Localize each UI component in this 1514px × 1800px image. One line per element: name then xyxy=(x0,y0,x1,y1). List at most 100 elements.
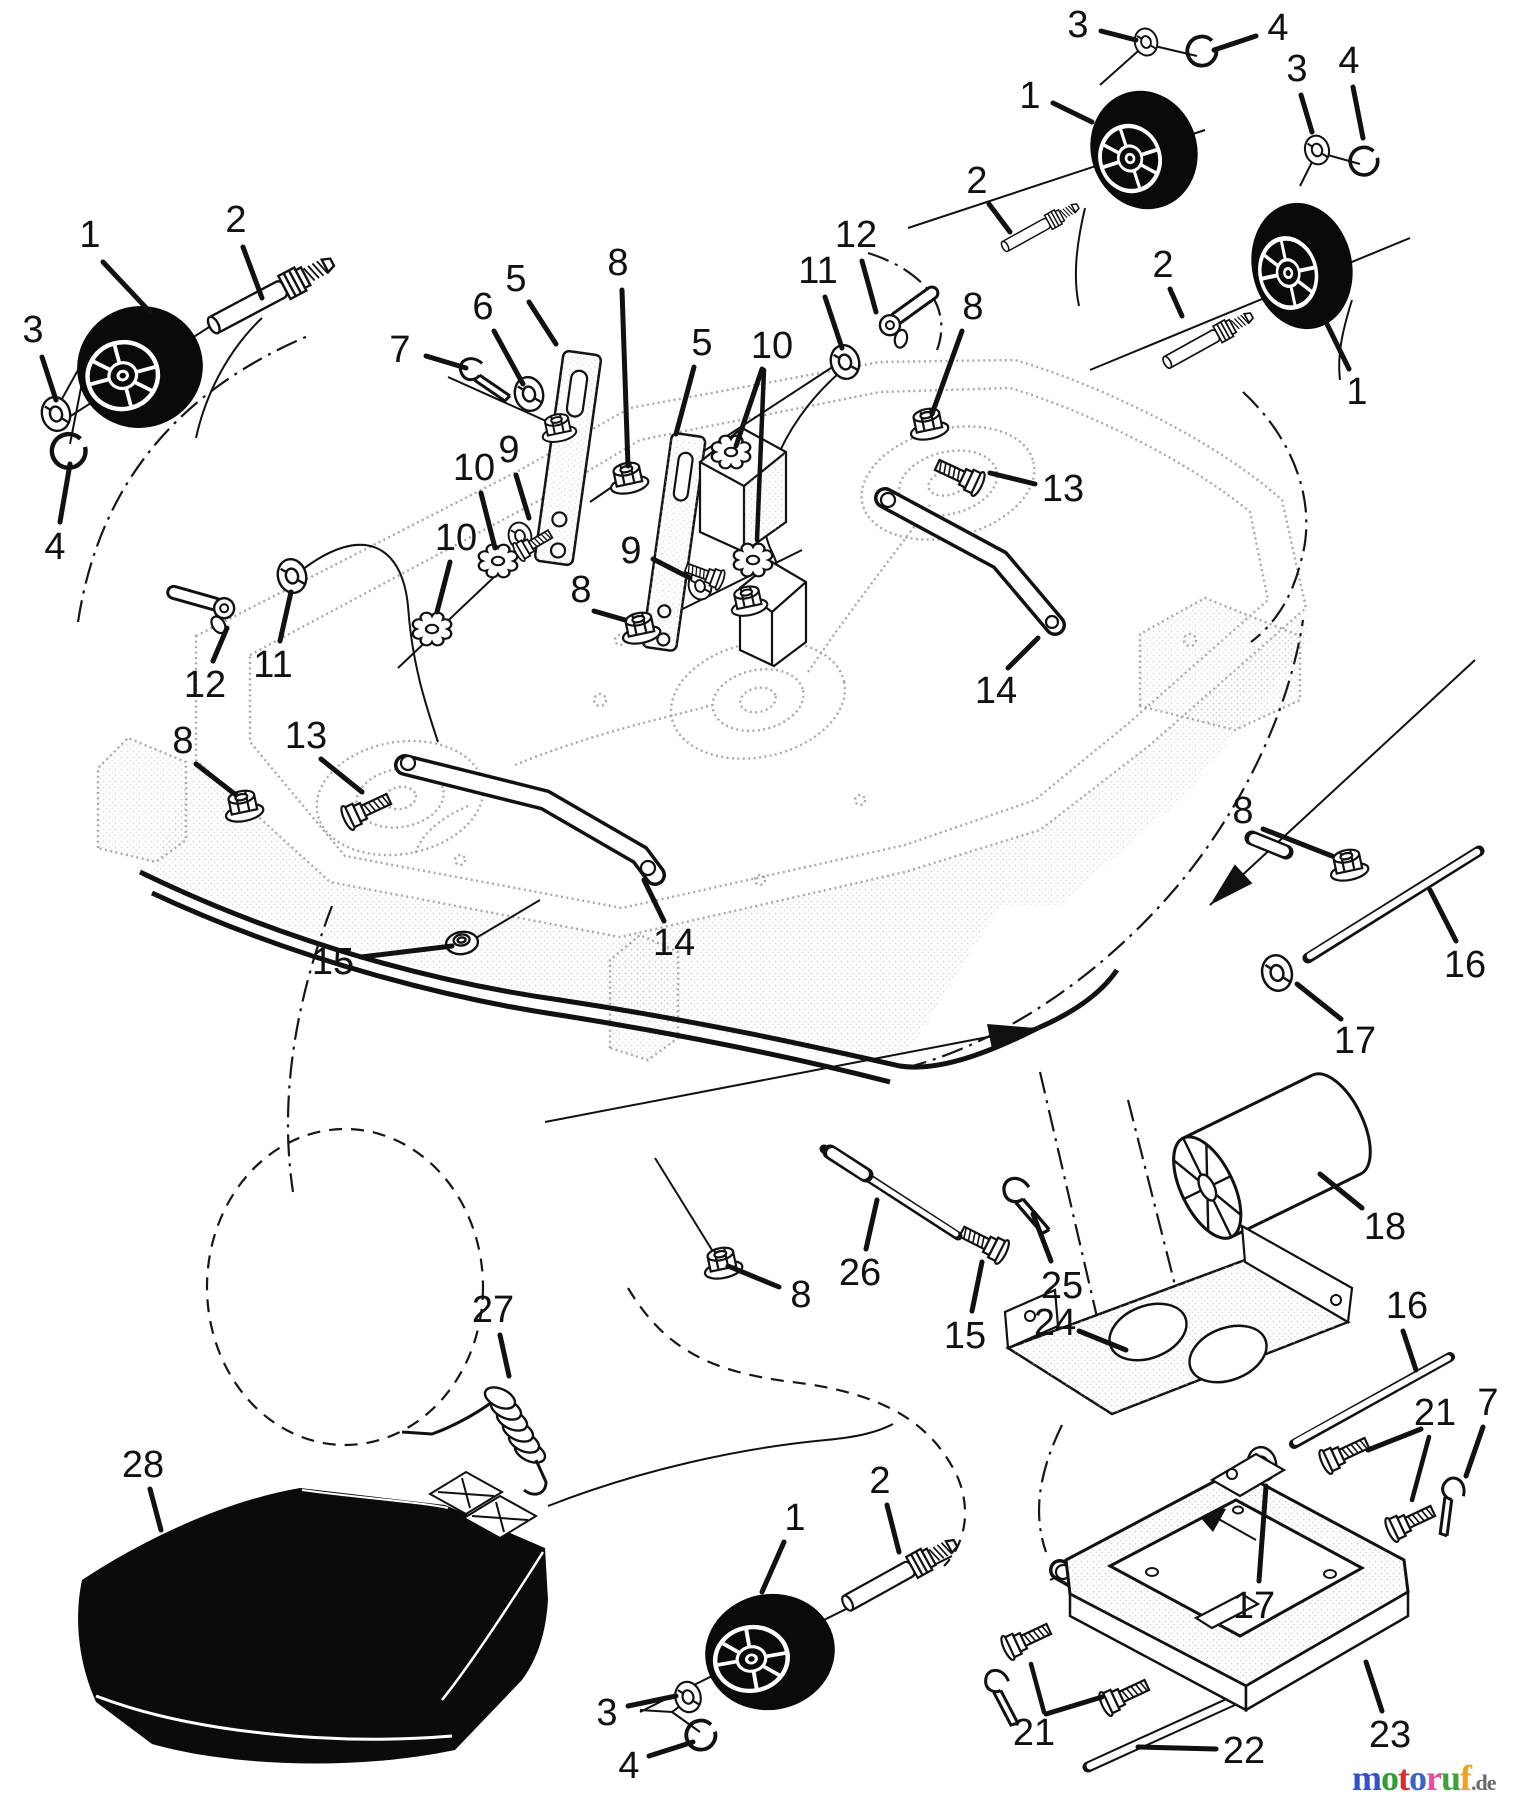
leader-line xyxy=(929,328,965,417)
part-callout-2: 2 xyxy=(966,160,987,202)
part-callout-11: 11 xyxy=(798,250,837,292)
part-callout-1: 1 xyxy=(79,214,100,256)
part-callout-5: 5 xyxy=(505,258,526,300)
leader-line xyxy=(1463,1424,1486,1479)
roller-bracket-plate xyxy=(1003,1224,1354,1416)
leader-line xyxy=(358,943,455,960)
leader-line xyxy=(423,353,469,371)
part-callout-2: 2 xyxy=(1152,244,1173,286)
part-callout-9: 9 xyxy=(498,429,519,471)
leader-line xyxy=(39,354,59,403)
leader-line xyxy=(1427,887,1459,944)
leader-line xyxy=(733,366,765,449)
part-callout-8: 8 xyxy=(1232,790,1253,832)
part-callout-4: 4 xyxy=(1267,7,1288,49)
part-callout-7: 7 xyxy=(1477,1382,1498,1424)
part-callout-4: 4 xyxy=(618,1745,639,1787)
leader-line xyxy=(1256,1483,1269,1584)
leader-line xyxy=(641,877,667,924)
part-callout-3: 3 xyxy=(1286,48,1307,90)
leader-line xyxy=(318,756,365,795)
part-callout-10: 10 xyxy=(453,447,495,489)
leader-line xyxy=(240,244,265,301)
mower-deck-phantom xyxy=(96,358,1310,1068)
part-callout-8: 8 xyxy=(962,286,983,328)
leader-line xyxy=(859,258,879,315)
part-callout-4: 4 xyxy=(44,526,65,568)
part-callout-5: 5 xyxy=(691,322,712,364)
leader-line xyxy=(491,328,526,387)
leader-line xyxy=(277,589,294,644)
part-callout-16: 16 xyxy=(1386,1285,1428,1327)
part-callout-1: 1 xyxy=(1019,75,1040,117)
part-callout-3: 3 xyxy=(596,1692,617,1734)
part-callout-12: 12 xyxy=(835,214,877,256)
discharge-deflector xyxy=(78,1488,548,1764)
hanger-rod xyxy=(819,830,1485,1773)
leader-line xyxy=(1050,100,1095,125)
part-callout-25: 25 xyxy=(1041,1265,1083,1307)
extra-leader-lines xyxy=(754,367,1432,1715)
leader-line xyxy=(1363,1659,1385,1714)
part-callout-14: 14 xyxy=(653,922,695,964)
part-callout-9: 9 xyxy=(620,530,641,572)
leader-line xyxy=(1323,319,1352,372)
leader-line xyxy=(619,287,631,469)
leader-line xyxy=(57,461,73,525)
part-callout-26: 26 xyxy=(839,1252,881,1294)
part-callout-22: 22 xyxy=(1223,1730,1265,1772)
watermark: motoruf.de xyxy=(1352,1758,1498,1798)
part-callout-2: 2 xyxy=(869,1460,890,1502)
leader-line xyxy=(513,472,532,521)
leader-line xyxy=(646,1739,696,1759)
part-callout-13: 13 xyxy=(285,715,327,757)
leader-line xyxy=(986,201,1013,235)
hanger-strap-left xyxy=(533,349,603,567)
part-callout-28: 28 xyxy=(122,1444,164,1486)
leader-line xyxy=(1294,981,1344,1022)
leader-line xyxy=(1098,28,1139,43)
leader-line xyxy=(1030,1211,1054,1264)
leader-line xyxy=(969,1259,985,1314)
leader-line xyxy=(591,608,628,623)
part-callout-15: 15 xyxy=(944,1315,986,1357)
leader-line xyxy=(1317,1171,1365,1211)
leader-line xyxy=(1167,286,1185,319)
part-callout-1: 1 xyxy=(784,1497,805,1539)
leader-line xyxy=(478,490,498,551)
part-callout-8: 8 xyxy=(790,1274,811,1316)
part-callout-12: 12 xyxy=(184,664,226,706)
part-callout-8: 8 xyxy=(607,242,628,284)
roller-frame xyxy=(1064,1452,1410,1713)
leader-line xyxy=(650,556,693,581)
part-callout-10: 10 xyxy=(435,517,477,559)
leader-line xyxy=(1043,1694,1105,1717)
leader-line xyxy=(987,470,1038,487)
leader-line xyxy=(1350,84,1366,141)
part-callout-8: 8 xyxy=(172,720,193,762)
leader-line xyxy=(1260,826,1335,859)
leader-line xyxy=(1135,1744,1219,1752)
part-callout-3: 3 xyxy=(1067,4,1088,46)
part-callout-10: 10 xyxy=(751,325,793,367)
leader-line xyxy=(759,1539,787,1595)
part-callout-1: 1 xyxy=(1346,371,1367,413)
part-callout-3: 3 xyxy=(22,309,43,351)
leader-line xyxy=(497,1332,512,1379)
part-callout-27: 27 xyxy=(472,1289,514,1331)
hanger-strap-right xyxy=(641,432,707,652)
leader-line xyxy=(1365,1426,1424,1453)
deck-front-edge xyxy=(138,869,1120,1085)
leader-line xyxy=(100,259,153,315)
svg-text:motoruf.de: motoruf.de xyxy=(1352,1758,1497,1798)
part-callout-4: 4 xyxy=(1338,40,1359,82)
leader-line xyxy=(193,761,239,798)
deflector-hinge xyxy=(428,1470,538,1540)
part-callout-8: 8 xyxy=(570,569,591,611)
part-callout-16: 16 xyxy=(1444,944,1486,986)
leader-line xyxy=(434,559,453,615)
leader-line xyxy=(1005,635,1041,671)
part-callout-21: 21 xyxy=(1414,1392,1456,1434)
